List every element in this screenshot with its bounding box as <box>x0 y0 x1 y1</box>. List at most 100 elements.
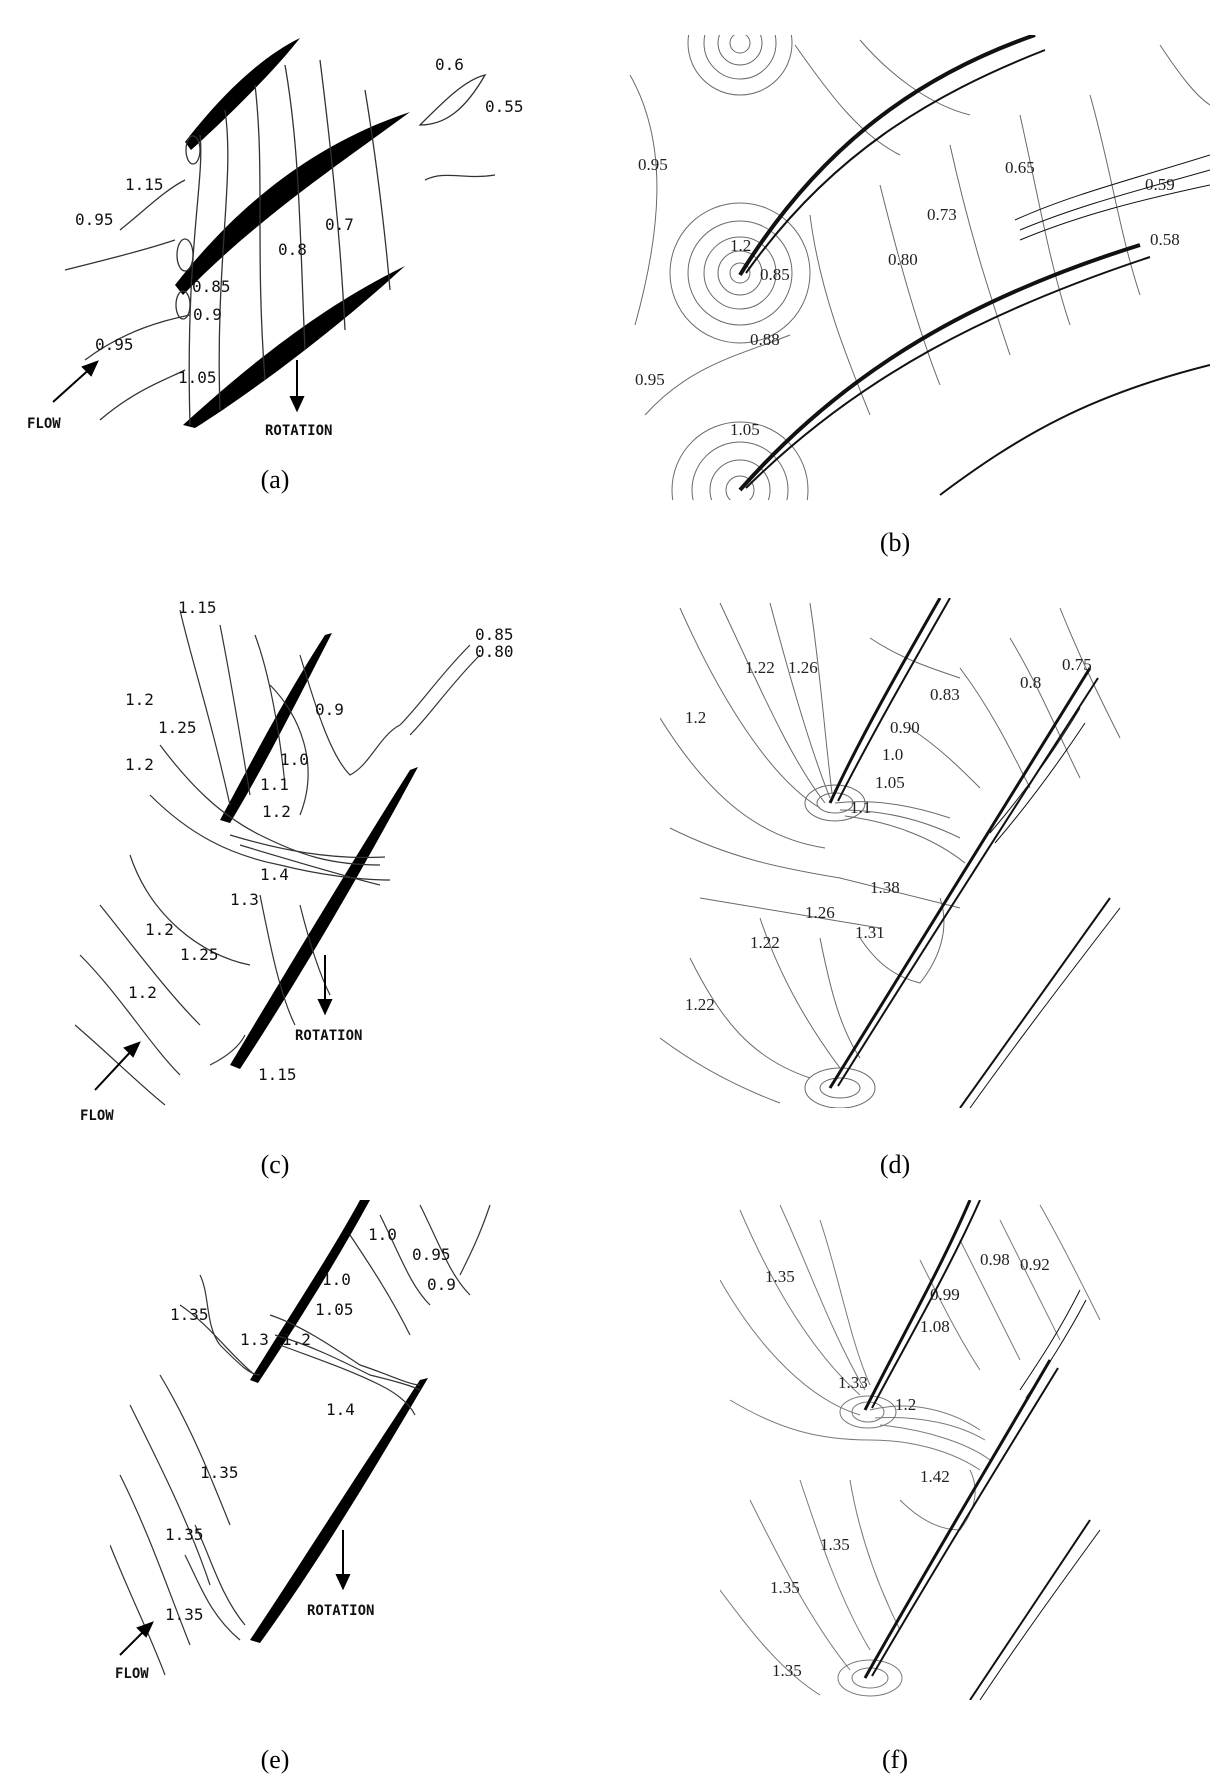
contour-labels-b: 0.95 1.2 0.85 0.80 0.73 0.65 0.59 0.58 0… <box>635 155 1180 439</box>
label-c-1: 1.2 <box>125 690 154 709</box>
rotation-label-a: ROTATION <box>265 423 332 439</box>
label-a-2: 1.15 <box>125 175 164 194</box>
label-c-11: 1.25 <box>180 945 219 964</box>
contours-d <box>660 602 1121 1108</box>
contour-plot-e: 1.0 0.95 0.9 1.0 1.05 1.35 1.3 1.2 1.4 1… <box>110 1200 491 1682</box>
label-b-10: 1.05 <box>730 420 760 439</box>
panel-f: 0.98 0.92 1.35 0.99 1.08 1.33 1.2 1.42 1… <box>720 1200 1120 1700</box>
label-b-4: 0.73 <box>927 205 957 224</box>
blades-b <box>738 35 1210 496</box>
contour-labels-c: 1.15 1.2 1.25 1.2 0.9 1.0 1.1 1.2 1.4 1.… <box>125 598 514 1084</box>
panel-a: 0.6 0.55 1.15 0.95 0.85 0.9 0.8 0.7 0.95… <box>25 30 535 450</box>
label-c-7: 1.2 <box>262 802 291 821</box>
label-c-12: 1.2 <box>128 983 157 1002</box>
label-f-2: 1.35 <box>765 1267 795 1286</box>
label-c-2: 1.25 <box>158 718 197 737</box>
panel-d: 1.22 1.26 1.2 0.83 0.8 0.75 0.90 1.0 1.0… <box>660 598 1180 1108</box>
rotation-arrow-c <box>317 955 333 1016</box>
contour-plot-d: 1.22 1.26 1.2 0.83 0.8 0.75 0.90 1.0 1.0… <box>660 598 1121 1108</box>
blades-a <box>175 38 410 428</box>
rotation-arrow-a <box>289 360 305 413</box>
panel-e: 1.0 0.95 0.9 1.0 1.05 1.35 1.3 1.2 1.4 1… <box>110 1195 510 1690</box>
label-f-9: 1.35 <box>770 1578 800 1597</box>
flow-label-e: FLOW <box>115 1666 149 1682</box>
contour-labels-f: 0.98 0.92 1.35 0.99 1.08 1.33 1.2 1.42 1… <box>765 1250 1050 1680</box>
label-e-11: 1.35 <box>165 1605 204 1624</box>
label-d-3: 0.83 <box>930 685 960 704</box>
caption-a: (a) <box>260 465 290 494</box>
flow-arrow-c <box>94 1041 141 1091</box>
label-e-5: 1.35 <box>170 1305 209 1324</box>
label-b-0: 0.95 <box>638 155 668 174</box>
contour-plot-a: 0.6 0.55 1.15 0.95 0.85 0.9 0.8 0.7 0.95… <box>27 38 524 439</box>
blades-f <box>863 1200 1101 1700</box>
label-c-6: 1.1 <box>260 775 289 794</box>
caption-f: (f) <box>882 1745 908 1774</box>
label-b-6: 0.59 <box>1145 175 1175 194</box>
label-c-5: 1.0 <box>280 750 309 769</box>
label-d-12: 1.31 <box>855 923 885 942</box>
label-e-7: 1.2 <box>282 1330 311 1349</box>
caption-e: (e) <box>260 1745 290 1774</box>
contours-c <box>74 609 481 1106</box>
label-a-1: 0.55 <box>485 97 524 116</box>
label-e-3: 1.0 <box>322 1270 351 1289</box>
label-b-9: 0.95 <box>635 370 665 389</box>
label-d-8: 1.05 <box>875 773 905 792</box>
panel-c: 1.15 1.2 1.25 1.2 0.9 1.0 1.1 1.2 1.4 1.… <box>70 595 550 1140</box>
label-f-7: 1.42 <box>920 1467 950 1486</box>
label-c-9: 1.3 <box>230 890 259 909</box>
rotation-label-c: ROTATION <box>295 1028 362 1044</box>
label-c-15: 0.80 <box>475 642 514 661</box>
label-f-6: 1.2 <box>895 1395 916 1414</box>
blade-c-2 <box>230 767 418 1069</box>
rotation-label-e: ROTATION <box>307 1603 374 1619</box>
label-a-9: 1.05 <box>178 368 217 387</box>
label-a-3: 0.95 <box>75 210 114 229</box>
blade-1 <box>185 38 300 150</box>
label-c-13: 1.15 <box>258 1065 297 1084</box>
label-e-1: 0.95 <box>412 1245 451 1264</box>
label-f-1: 0.92 <box>1020 1255 1050 1274</box>
contour-labels-d: 1.22 1.26 1.2 0.83 0.8 0.75 0.90 1.0 1.0… <box>685 655 1092 1014</box>
label-d-0: 1.22 <box>745 658 775 677</box>
flow-label-a: FLOW <box>27 416 61 432</box>
rotation-arrow-e <box>335 1530 351 1591</box>
label-d-11: 1.26 <box>805 903 835 922</box>
label-f-5: 1.33 <box>838 1373 868 1392</box>
label-b-8: 0.88 <box>750 330 780 349</box>
label-a-7: 0.7 <box>325 215 354 234</box>
label-b-3: 0.80 <box>888 250 918 269</box>
label-c-0: 1.15 <box>178 598 217 617</box>
label-a-5: 0.9 <box>193 305 222 324</box>
label-d-14: 1.22 <box>685 995 715 1014</box>
label-f-3: 0.99 <box>930 1285 960 1304</box>
label-e-6: 1.3 <box>240 1330 269 1349</box>
blade-e-2 <box>250 1378 428 1643</box>
blade-3 <box>183 266 405 428</box>
label-b-1: 1.2 <box>730 236 751 255</box>
label-a-0: 0.6 <box>435 55 464 74</box>
label-d-5: 0.75 <box>1062 655 1092 674</box>
contour-labels-e: 1.0 0.95 0.9 1.0 1.05 1.35 1.3 1.2 1.4 1… <box>165 1225 456 1624</box>
contour-plot-c: 1.15 1.2 1.25 1.2 0.9 1.0 1.1 1.2 1.4 1.… <box>74 598 514 1124</box>
label-a-8: 0.95 <box>95 335 134 354</box>
label-b-2: 0.85 <box>760 265 790 284</box>
label-d-6: 0.90 <box>890 718 920 737</box>
blade-e-1 <box>250 1200 370 1383</box>
label-e-8: 1.4 <box>326 1400 355 1419</box>
label-a-4: 0.85 <box>192 277 231 296</box>
label-e-9: 1.35 <box>200 1463 239 1482</box>
label-a-6: 0.8 <box>278 240 307 259</box>
label-d-7: 1.0 <box>882 745 903 764</box>
label-d-9: 1.1 <box>850 798 871 817</box>
label-f-0: 0.98 <box>980 1250 1010 1269</box>
contour-labels-a: 0.6 0.55 1.15 0.95 0.85 0.9 0.8 0.7 0.95… <box>75 55 524 387</box>
label-d-13: 1.22 <box>750 933 780 952</box>
label-e-2: 0.9 <box>427 1275 456 1294</box>
contour-plot-b: 0.95 1.2 0.85 0.80 0.73 0.65 0.59 0.58 0… <box>629 35 1210 500</box>
panel-b: 0.95 1.2 0.85 0.80 0.73 0.65 0.59 0.58 0… <box>620 35 1210 500</box>
blades-e <box>250 1200 428 1643</box>
label-d-4: 0.8 <box>1020 673 1041 692</box>
caption-b: (b) <box>879 528 911 557</box>
